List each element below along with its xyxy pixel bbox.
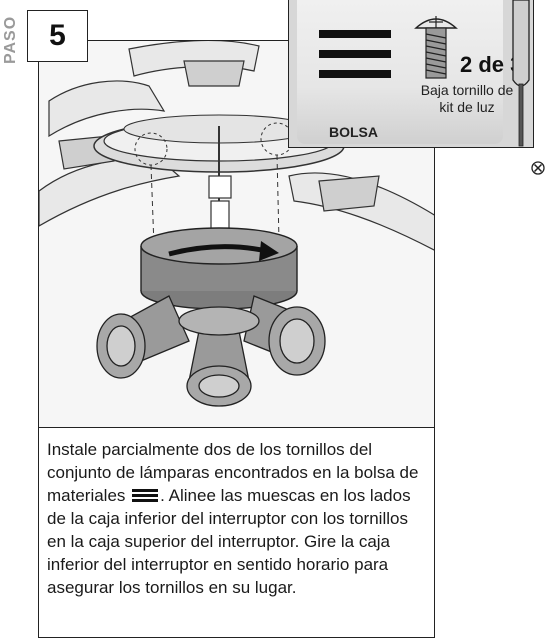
screw-quantity: 2 de 3 bbox=[460, 52, 523, 77]
bag-label: BOLSA bbox=[329, 124, 378, 140]
screw-description-line2: kit de luz bbox=[439, 99, 495, 115]
light-kit-illustration bbox=[39, 41, 434, 407]
step-number: 5 bbox=[27, 10, 88, 62]
instruction-line: materiales . Alinee las muescas en los l… bbox=[47, 484, 426, 507]
instruction-line: de la caja inferior del interruptor con … bbox=[47, 509, 408, 528]
materials-bag-icon bbox=[319, 30, 391, 78]
instruction-text-segment: materiales bbox=[47, 486, 126, 505]
instruction-line: conjunto de lámparas encontrados en la b… bbox=[47, 463, 419, 482]
instruction-text-segment: . Alinee las muescas en los lados bbox=[160, 486, 411, 505]
instruction-line: Instale parcialmente dos de los tornillo… bbox=[47, 440, 373, 459]
cross-circle-icon bbox=[531, 161, 545, 175]
screw-icon bbox=[414, 16, 458, 79]
instruction-line: inferior del interruptor en sentido hora… bbox=[47, 555, 389, 574]
paso-label: PASO bbox=[2, 15, 19, 65]
materials-bag-icon bbox=[132, 489, 159, 502]
hardware-bag-panel: 2 de 3 Baja tornillo de kit de luz BOLSA bbox=[288, 0, 534, 148]
screw-description-line1: Baja tornillo de bbox=[420, 82, 514, 98]
instruction-text: Instale parcialmente dos de los tornillo… bbox=[38, 427, 435, 638]
screwdriver-icon bbox=[512, 0, 530, 147]
instruction-line: asegurar los tornillos en su lugar. bbox=[47, 578, 297, 597]
instruction-line: en la caja superior del interruptor. Gir… bbox=[47, 532, 391, 551]
